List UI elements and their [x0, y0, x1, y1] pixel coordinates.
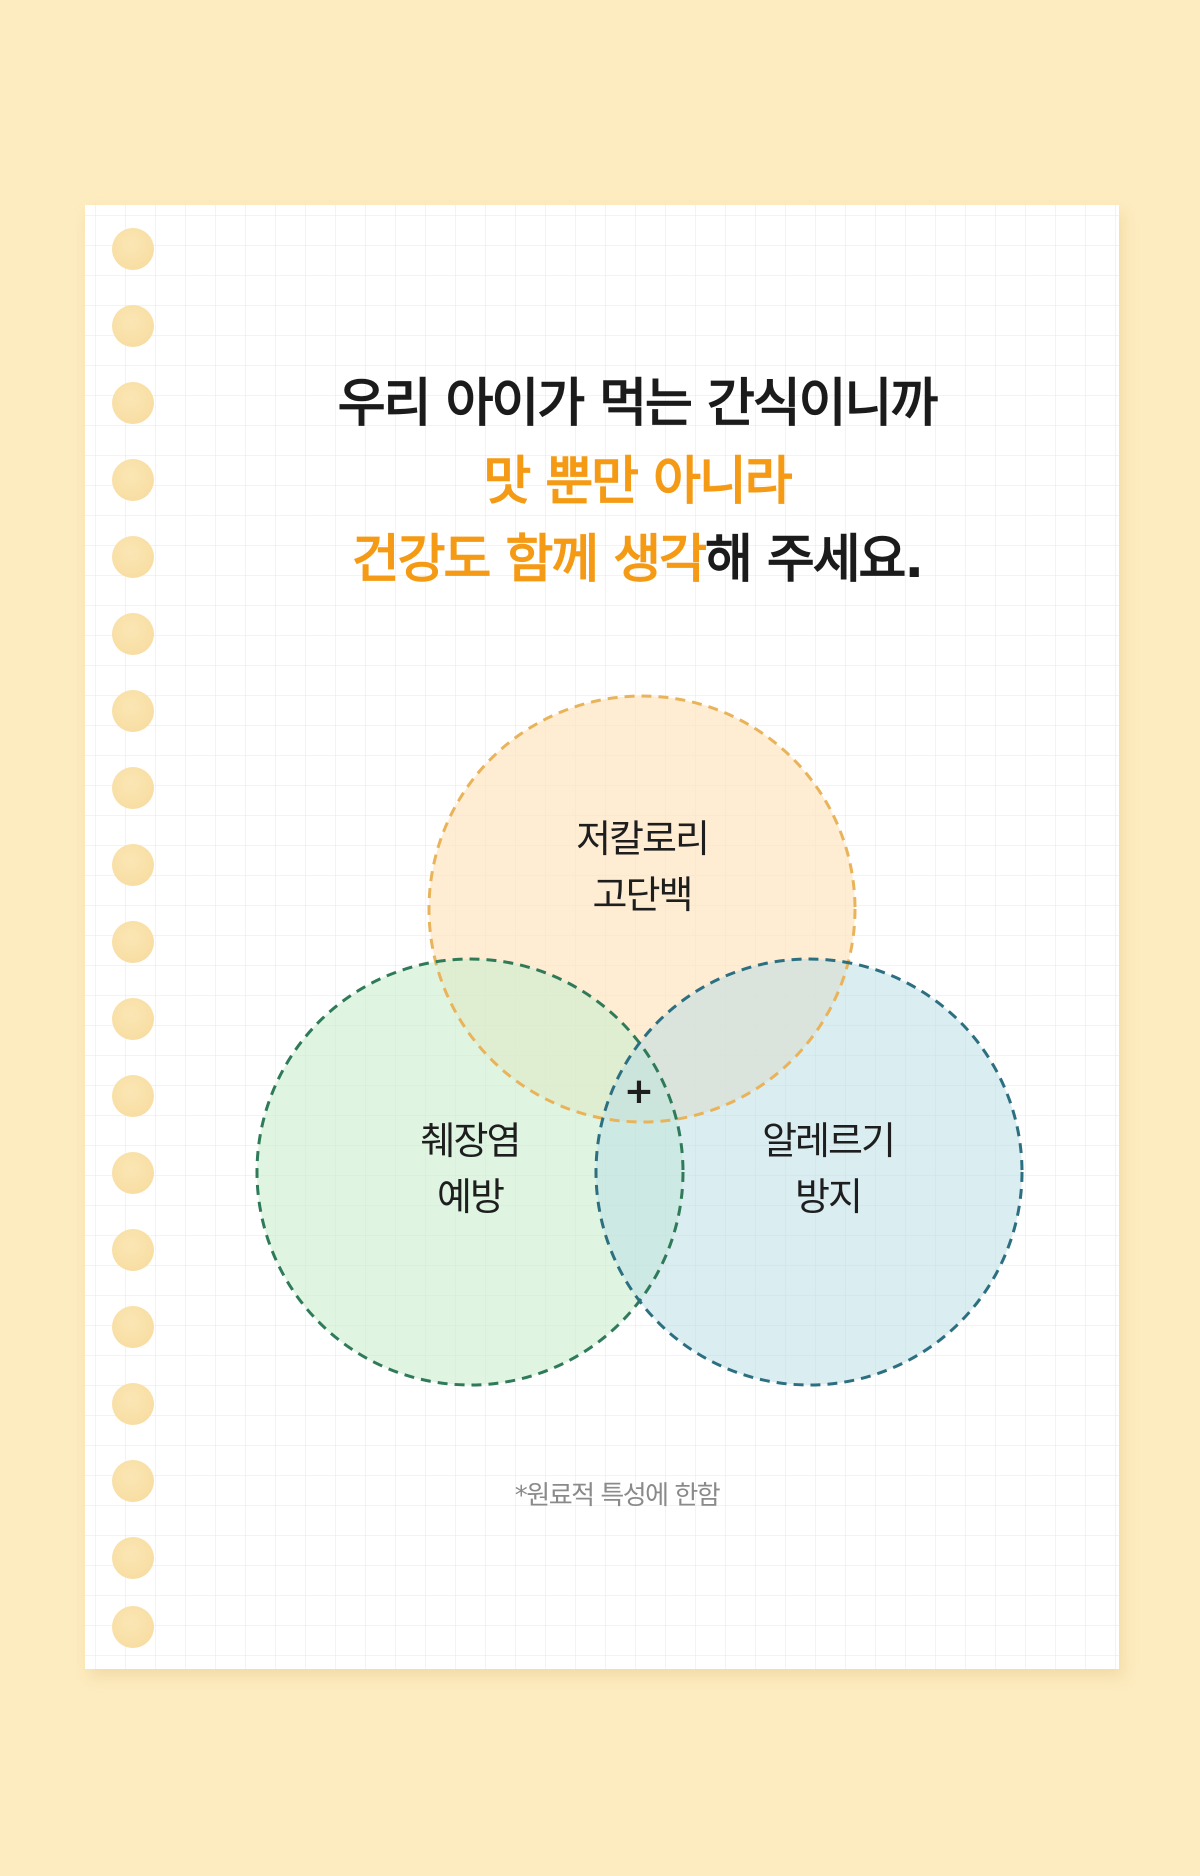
venn-label-left: 췌장염 예방	[340, 1113, 600, 1225]
venn-label-top-line1: 저칼로리	[576, 817, 710, 861]
binder-hole	[112, 844, 154, 886]
venn-label-right: 알레르기 방지	[698, 1113, 958, 1225]
binder-hole	[112, 767, 154, 809]
footnote: *원료적 특성에 한함	[514, 1481, 721, 1511]
binder-hole	[112, 1606, 154, 1648]
headline-line-1: 우리 아이가 먹는 간식이니까	[337, 374, 938, 434]
binder-hole	[112, 1075, 154, 1117]
binder-hole	[112, 1306, 154, 1348]
binder-hole	[112, 613, 154, 655]
notebook-paper: 우리 아이가 먹는 간식이니까 맛 뿐만 아니라 건강도 함께 생각해 주세요.…	[85, 205, 1119, 1669]
binder-hole	[112, 1383, 154, 1425]
binder-hole	[112, 998, 154, 1040]
binder-hole	[112, 536, 154, 578]
binder-hole	[112, 459, 154, 501]
binder-hole	[112, 1537, 154, 1579]
headline-rest: 해 주세요.	[704, 530, 924, 590]
binder-hole	[112, 921, 154, 963]
venn-label-right-line2: 방지	[795, 1175, 863, 1219]
venn-label-left-line1: 췌장염	[420, 1119, 522, 1163]
binder-hole	[112, 1460, 154, 1502]
headline-line-2: 맛 뿐만 아니라	[483, 452, 792, 512]
venn-label-left-line2: 예방	[437, 1175, 505, 1219]
venn-label-top-line2: 고단백	[592, 873, 694, 917]
binder-hole	[112, 1152, 154, 1194]
headline-line-3: 건강도 함께 생각해 주세요.	[155, 521, 1119, 599]
headline: 우리 아이가 먹는 간식이니까 맛 뿐만 아니라 건강도 함께 생각해 주세요.	[85, 365, 1119, 599]
venn-label-top: 저칼로리 고단백	[512, 811, 772, 923]
headline-highlight: 건강도 함께 생각	[351, 530, 707, 590]
binder-hole	[112, 228, 154, 270]
binder-hole	[112, 1229, 154, 1271]
venn-label-right-line1: 알레르기	[762, 1119, 896, 1163]
binder-hole	[112, 305, 154, 347]
plus-icon: +	[623, 1071, 655, 1112]
binder-hole	[112, 690, 154, 732]
binder-hole	[112, 382, 154, 424]
